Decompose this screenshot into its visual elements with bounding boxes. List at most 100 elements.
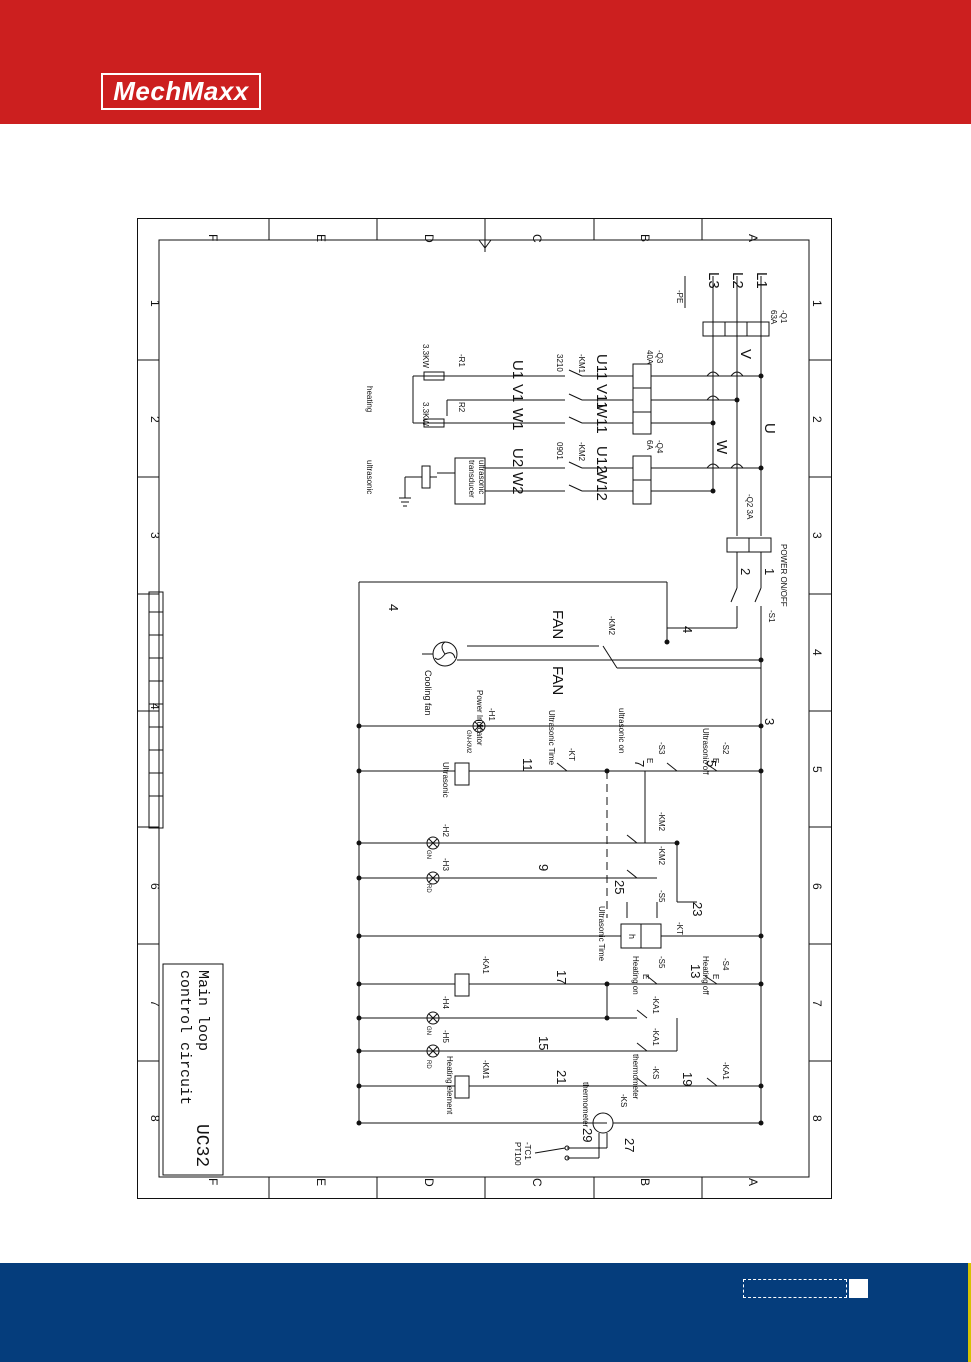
rd-label-1: RD [425,884,431,893]
q3-rating: 40A [645,350,654,365]
ks-label: -KS [651,1066,660,1079]
h2-label: -H2 [441,824,450,837]
km2-label: -KM2 [577,442,586,462]
bus-w: W [713,440,730,455]
col-label-7-left: 7 [148,1000,162,1007]
e-label-s4: E [711,974,720,979]
ka1-coil-label: -KA1 [481,956,490,974]
row-label-d-top: D [422,234,436,243]
label-u2: U2 [509,448,526,467]
phase-l3: L3 [705,272,722,289]
s1-node-2: 2 [738,568,753,575]
h5-desc: Heating element [445,1056,454,1115]
q1-rating: 63A [769,310,778,325]
km1-code: 3210 [555,354,564,372]
ks2-desc: thermometer [581,1082,590,1128]
label-w2: W2 [509,472,526,495]
cooling-fan-label: Cooling fan [423,670,433,716]
footer-bar [0,1263,971,1362]
h1-desc: Power Indicator [475,690,484,746]
wire-27: 27 [622,1138,637,1152]
diagram-title-line1: Main loop [194,970,211,1051]
e-label-s2: E [711,758,720,763]
label-u11: U11 [593,354,610,380]
km2-code: 0901 [555,442,564,460]
label-v1: V1 [509,384,526,402]
col-label-8-left: 8 [148,1115,162,1122]
lamp-h3 [426,871,440,885]
wire-15: 15 [536,1036,551,1050]
km1-coil-label: -KM1 [481,1060,490,1080]
model-code: UC32 [191,1124,211,1167]
fan-label-1: FAN [549,610,566,639]
row-label-b-top: B [638,234,652,242]
r1-power: 3.3KW [421,344,430,368]
label-u12: U12 [593,446,610,474]
row-label-e-bottom: E [314,1178,328,1186]
h1-code: GN-KM2 [465,730,471,754]
transducer-line1: ultrasonic [477,460,486,494]
ka1-b-label: -KA1 [651,996,660,1014]
col-label-8-right: 8 [810,1115,824,1122]
km2-a-label: -KM2 [657,812,666,832]
title-block [162,963,224,1176]
row-label-e-top: E [314,234,328,242]
page-number-box [743,1279,847,1298]
col-label-4-left: 4 [148,703,162,710]
wire-21: 21 [554,1070,569,1084]
wire-17: 17 [554,970,569,984]
s4-label: -S4 [721,958,730,971]
wire-4-a: 4 [680,626,695,633]
col-label-3-left: 3 [148,532,162,539]
diagram-title-line2: control circuit [176,970,193,1105]
label-w12: W12 [593,470,610,501]
wire-7: 7 [632,760,647,767]
wire-9: 9 [536,864,551,871]
wire-29: 29 [580,1128,595,1142]
row-label-f-top: F [206,234,220,241]
row-label-a-bottom: A [746,1178,760,1186]
s4-desc: Heating off [701,956,710,995]
lamp-h1 [472,719,486,733]
rd-label-2: RD [425,1060,431,1069]
s5b-label: -S5 [657,956,666,969]
ultrasonic-coil-label: Ultrasonic [441,762,450,798]
lamp-h2 [426,836,440,850]
r1-label: -R1 [457,354,466,367]
ultrasonic-time-1: Ultrasonic Time [547,710,556,766]
schematic-diagram: A B C D E F A B C D E F 1 2 3 4 6 7 8 1 … [137,218,832,1199]
q1-label: -Q1 [779,310,788,324]
col-label-1-left: 1 [148,300,162,307]
r2-label: R2 [457,402,466,413]
s1-node-1: 1 [762,568,777,575]
s1-label: -S1 [767,610,776,623]
row-label-f-bottom: F [206,1178,220,1185]
q4-label: -Q4 [655,440,664,454]
col-label-6-left: 6 [148,883,162,890]
row-label-c-bottom: C [530,1178,544,1187]
schematic-sheet: A B C D E F A B C D E F 1 2 3 4 6 7 8 1 … [137,218,832,1199]
col-label-4-right: 4 [810,649,824,656]
row-label-d-bottom: D [422,1178,436,1187]
wire-4-b: 4 [386,604,401,611]
wire-19: 19 [680,1072,695,1086]
lamp-h4 [426,1011,440,1025]
lamp-h5 [426,1044,440,1058]
bus-u: U [761,423,778,434]
ka1-d-label: -KA1 [721,1062,730,1080]
bus-v: V [737,349,754,359]
gn-label-2: GN [425,1026,431,1035]
wire-23: 23 [690,902,705,916]
label-w1: W1 [509,408,526,431]
row-label-b-bottom: B [638,1178,652,1186]
fan-label-2: FAN [549,666,566,695]
km1-label: -KM1 [577,354,586,374]
q4-rating: 6A [645,440,654,450]
phase-l1: L1 [753,272,770,289]
kt-coil-desc: Ultrasonic Time [597,906,606,962]
wire-25: 25 [612,880,627,894]
label-w11: W11 [593,404,610,434]
km2-b-label: -KM2 [657,846,666,866]
ks2-label: -KS [619,1094,628,1107]
label-v11: V11 [593,384,610,410]
